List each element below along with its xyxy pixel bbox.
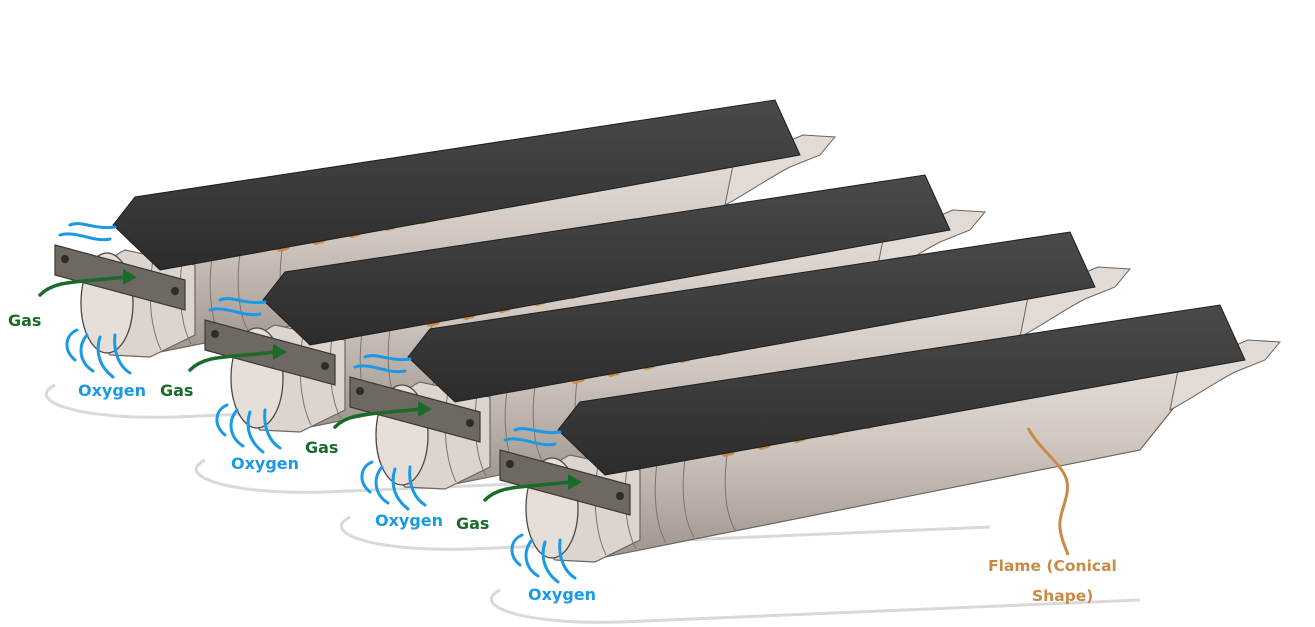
wavy-line-icon <box>246 410 265 454</box>
arrow-right-icon <box>568 474 582 490</box>
burner-shadow <box>44 383 696 419</box>
burner-shadow <box>339 515 991 551</box>
wavy-line-icon <box>218 297 267 305</box>
burner-3-labels: Gas Oxygen <box>305 438 443 530</box>
wavy-line-icon <box>215 403 229 437</box>
oxygen-label: Oxygen <box>78 381 146 400</box>
gas-label: Gas <box>305 438 338 457</box>
oxygen-label: Oxygen <box>375 511 443 530</box>
bracket-bolt <box>356 387 364 395</box>
wavy-line-icon <box>65 328 79 362</box>
burner-shadow <box>194 458 846 494</box>
wavy-line-icon <box>263 408 282 450</box>
burner-roof <box>407 231 1096 403</box>
gas-stream <box>333 407 422 429</box>
wavy-line-icon <box>229 408 245 448</box>
burner-4 <box>483 304 1282 624</box>
oxygen-label: Oxygen <box>231 454 299 473</box>
wavy-line-icon <box>113 333 132 375</box>
arrow-right-icon <box>418 401 432 417</box>
burner-1-labels: Gas Oxygen <box>8 311 146 400</box>
gas-label: Gas <box>160 381 193 400</box>
gas-stream <box>483 480 572 502</box>
flame-leader-line <box>1026 427 1070 556</box>
bracket-bolt <box>61 255 69 263</box>
burner-roof <box>262 174 951 346</box>
arrow-right-icon <box>123 269 137 285</box>
burner-4-labels: Gas Oxygen <box>456 514 596 604</box>
wavy-line-icon <box>503 437 557 447</box>
burner-roof <box>557 304 1246 476</box>
burner-2-labels: Gas Oxygen <box>160 381 299 473</box>
wavy-line-icon <box>208 307 262 317</box>
wavy-line-icon <box>58 232 112 242</box>
wavy-line-icon <box>360 460 374 494</box>
wavy-line-icon <box>363 354 412 362</box>
wavy-line-icon <box>79 333 95 373</box>
wavy-line-icon <box>353 364 407 374</box>
wavy-line-icon <box>408 465 427 507</box>
wavy-line-icon <box>510 533 524 567</box>
bracket-bolt <box>616 492 624 500</box>
bracket-bolt <box>321 362 329 370</box>
gas-stream <box>188 350 277 372</box>
gas-label: Gas <box>8 311 41 330</box>
wavy-line-icon <box>513 427 562 435</box>
wavy-line-icon <box>68 222 117 230</box>
bracket-bolt <box>506 460 514 468</box>
gas-stream <box>38 275 127 297</box>
wavy-line-icon <box>524 538 540 578</box>
burner-roof <box>112 99 801 271</box>
oxygen-label: Oxygen <box>528 585 596 604</box>
burner-shadow <box>489 588 1141 624</box>
bracket-bolt <box>171 287 179 295</box>
flame-label-line1: Flame (Conical <box>988 557 1117 575</box>
wavy-line-icon <box>391 467 410 511</box>
wavy-line-icon <box>541 540 560 584</box>
gas-label: Gas <box>456 514 489 533</box>
wavy-line-icon <box>374 465 390 505</box>
flame-label-line2: Shape) <box>1032 587 1093 605</box>
bracket-bolt <box>466 419 474 427</box>
arrow-right-icon <box>273 344 287 360</box>
bracket-bolt <box>211 330 219 338</box>
burners <box>38 99 1282 624</box>
wavy-line-icon <box>558 538 577 580</box>
wavy-line-icon <box>96 335 115 379</box>
